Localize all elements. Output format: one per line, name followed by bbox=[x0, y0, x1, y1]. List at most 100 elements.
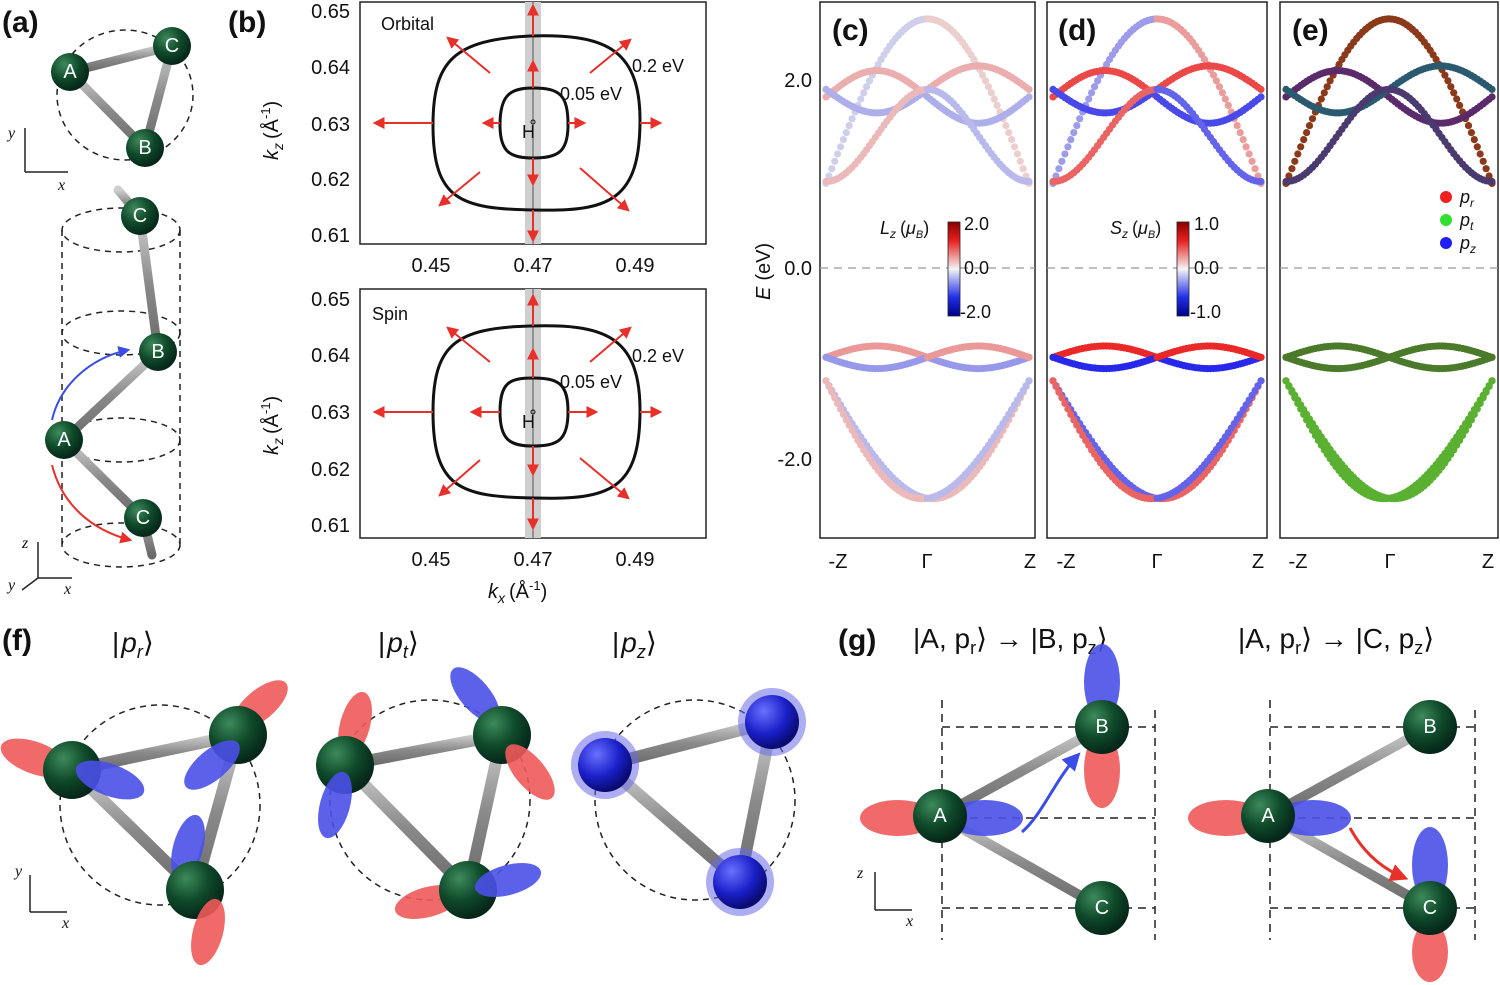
band-ytick-2: -2.0 bbox=[778, 449, 812, 471]
band-point bbox=[1456, 101, 1464, 109]
band-point bbox=[1055, 388, 1063, 396]
contour-label-inner-top: 0.05 eV bbox=[560, 84, 622, 104]
band-xtick-d0: -Z bbox=[1057, 551, 1076, 573]
band-point bbox=[1488, 177, 1496, 186]
point-H-top: H bbox=[522, 122, 535, 142]
band-point bbox=[1476, 150, 1484, 158]
xlabel-b: kx(Å-1) bbox=[488, 578, 547, 606]
axis-x-label: x bbox=[57, 177, 65, 194]
panel-a-top-triangle: A C B bbox=[51, 27, 194, 167]
legend-pr: pr bbox=[1459, 187, 1475, 210]
band-point bbox=[1488, 377, 1496, 385]
band-point bbox=[1025, 353, 1033, 361]
band-point bbox=[1070, 129, 1078, 137]
band-xtick-e2: Z bbox=[1482, 551, 1494, 573]
legend-pz: pz bbox=[1459, 233, 1476, 256]
band-point bbox=[1300, 410, 1308, 419]
panel-label-e: (e) bbox=[1292, 14, 1329, 47]
colorbar-c: Lz(μB) 2.0 0.0 -2.0 bbox=[880, 214, 991, 322]
panel-label-d: (d) bbox=[1058, 14, 1096, 47]
band-point bbox=[848, 115, 856, 123]
band-point bbox=[1221, 95, 1229, 103]
orbital-diagram-pr: y x bbox=[0, 680, 288, 966]
ket-pz: |pz⟩ bbox=[612, 627, 657, 662]
band-xtick-d2: Z bbox=[1252, 551, 1264, 573]
band-point bbox=[1467, 129, 1475, 137]
band-point bbox=[1248, 157, 1256, 165]
band-point bbox=[1008, 136, 1016, 144]
colorbar-d-mid: 0.0 bbox=[1194, 258, 1219, 278]
band-point bbox=[1488, 93, 1496, 101]
band-ytick-1: 0.0 bbox=[784, 258, 812, 280]
g-left-atom-A: A bbox=[933, 805, 947, 827]
band-point bbox=[1257, 85, 1265, 93]
title-spin: Spin bbox=[372, 304, 408, 324]
band-point bbox=[1473, 143, 1481, 151]
band-point bbox=[1441, 71, 1449, 79]
band-point bbox=[1091, 83, 1099, 91]
band-point bbox=[1013, 150, 1022, 158]
atom-A bbox=[51, 53, 89, 91]
atom-B bbox=[126, 129, 164, 167]
band-point bbox=[1218, 89, 1226, 97]
band-point bbox=[842, 416, 850, 424]
band-point bbox=[831, 394, 839, 402]
band-point bbox=[1055, 165, 1063, 173]
panel-label-g: (g) bbox=[838, 624, 876, 657]
band-point bbox=[1239, 136, 1247, 144]
band-point bbox=[1453, 95, 1461, 103]
band-point bbox=[834, 399, 842, 407]
title-orbital: Orbital bbox=[381, 14, 434, 34]
band-point bbox=[1049, 377, 1057, 385]
band-point bbox=[1303, 129, 1311, 137]
orbital-diagram-pz bbox=[571, 688, 806, 916]
band-point bbox=[1444, 77, 1452, 85]
band-point bbox=[1019, 165, 1027, 173]
band-point bbox=[1288, 165, 1296, 173]
g-axis-z: z bbox=[856, 865, 864, 882]
band-point bbox=[1212, 77, 1220, 85]
band-point bbox=[1025, 377, 1033, 385]
g-right-atom-C: C bbox=[1423, 897, 1437, 919]
band-point bbox=[1482, 165, 1490, 173]
band-point bbox=[1479, 157, 1487, 165]
band-point bbox=[822, 377, 830, 385]
helix-atom-C1: C bbox=[133, 205, 147, 227]
band-point bbox=[1085, 95, 1093, 103]
band-point bbox=[1058, 157, 1066, 165]
helix-atom-A: A bbox=[57, 429, 71, 451]
ytick-top-4: 0.61 bbox=[311, 225, 350, 247]
helix-atom-C2: C bbox=[136, 507, 150, 529]
band-point bbox=[1282, 377, 1290, 385]
colorbar-c-label: Lz(μB) bbox=[880, 218, 929, 241]
transition-title-left: |A, pr⟩ → |B, pz⟩ bbox=[913, 623, 1108, 658]
band-point bbox=[1064, 405, 1072, 413]
band-point bbox=[863, 83, 871, 91]
bands-d-curves bbox=[1049, 15, 1265, 503]
contour-plot-spin: Spin 0.2 eV 0.05 eV H 0.65 0.64 0.63 0.6… bbox=[258, 288, 707, 606]
axis-x-label-3d: x bbox=[63, 581, 71, 598]
band-point bbox=[1076, 115, 1084, 123]
g-left-atom-B: B bbox=[1095, 716, 1108, 738]
xtick-top-0: 0.45 bbox=[412, 255, 451, 277]
band-point bbox=[1067, 410, 1075, 419]
band-point bbox=[1094, 77, 1102, 85]
panel-label-c: (c) bbox=[832, 14, 869, 47]
panel-label-b: (b) bbox=[228, 6, 266, 39]
atom-C-label: C bbox=[165, 35, 179, 57]
band-point bbox=[1291, 157, 1299, 165]
band-point bbox=[1067, 136, 1075, 144]
g-right-atom-B: B bbox=[1423, 716, 1436, 738]
axes-xy-a: y x bbox=[6, 125, 68, 194]
band-point bbox=[825, 382, 833, 391]
band-point bbox=[1236, 129, 1244, 137]
band-plots: (c) (d) (e) 2.0 0.0 -2.0 E(eV) -Z Γ Z -Z… bbox=[753, 1, 1499, 573]
colorbar-c-min: -2.0 bbox=[960, 302, 991, 322]
band-frame-d bbox=[1046, 1, 1268, 539]
transition-diagram-AB: A B C z x bbox=[856, 644, 1156, 940]
contour-label-outer-top: 0.2 eV bbox=[632, 56, 684, 76]
band-point bbox=[1257, 93, 1265, 101]
band-point bbox=[987, 89, 995, 97]
ket-pr: |pr⟩ bbox=[112, 627, 154, 662]
